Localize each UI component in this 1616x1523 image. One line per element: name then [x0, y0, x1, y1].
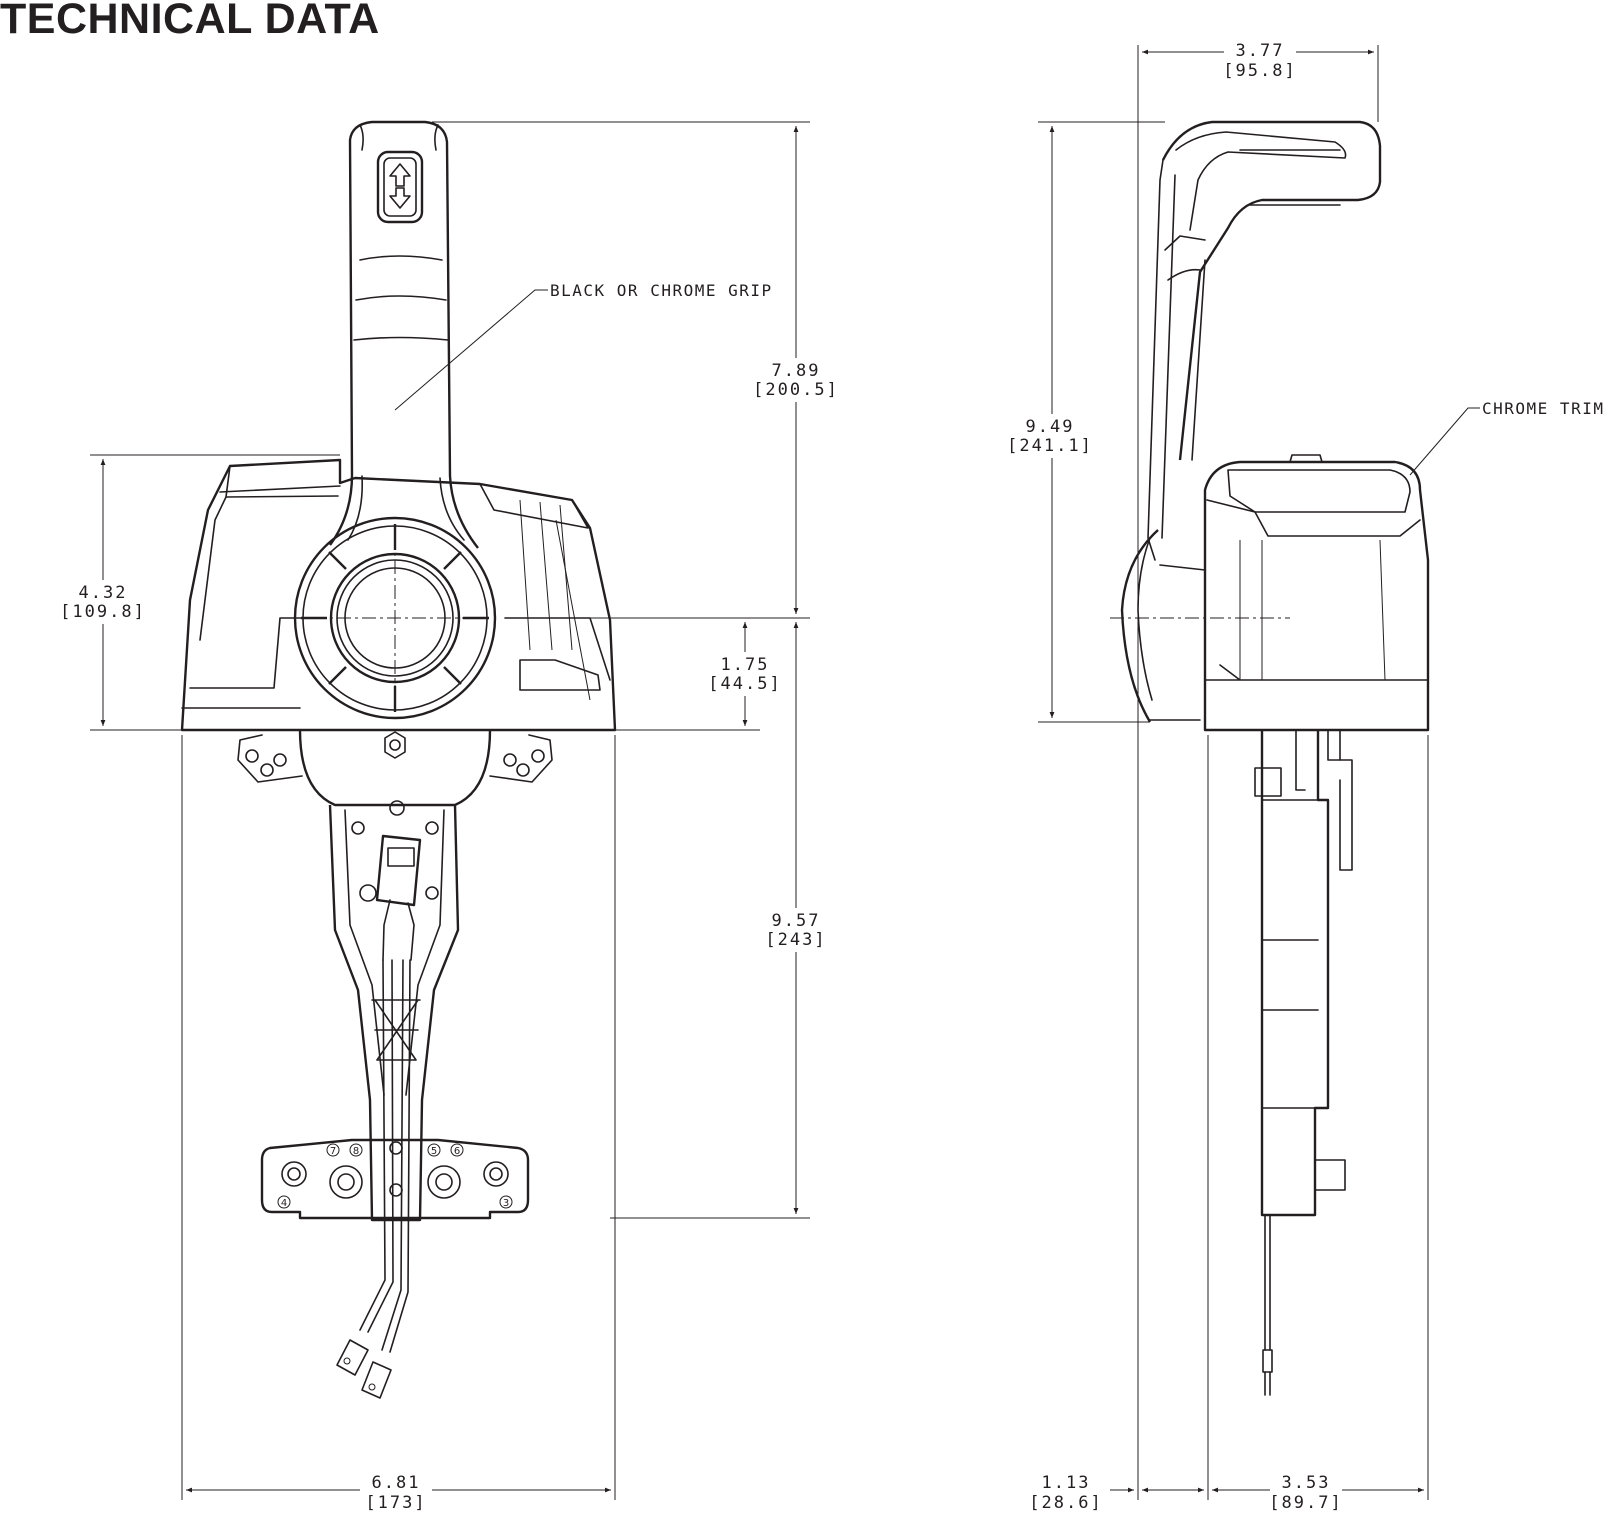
dim-top-width-mm: [95.8]	[1223, 61, 1296, 81]
callout-grip: BLACK OR CHROME GRIP	[550, 281, 773, 300]
pin-number: 3	[503, 1198, 509, 1209]
dim-pivot-height-in: 1.75	[721, 655, 770, 675]
dim-handle-offset-mm: [28.6]	[1029, 1493, 1102, 1513]
pin-number: 4	[281, 1198, 287, 1209]
dim-below-deck-in: 9.57	[772, 911, 821, 931]
front-view: 7 8 5 6 4 3	[180, 120, 617, 1399]
dim-top-width-in: 3.77	[1236, 41, 1285, 61]
page-title: TECHNICAL DATA	[0, 0, 380, 43]
dim-handle-offset-in: 1.13	[1042, 1473, 1091, 1493]
dim-body-depth-mm: [89.7]	[1269, 1493, 1342, 1513]
pin-number: 5	[431, 1146, 437, 1157]
dimension-lines	[90, 45, 1480, 1500]
dim-housing-height-in: 4.32	[79, 583, 128, 603]
pin-number: 7	[330, 1146, 336, 1157]
dim-body-depth-in: 3.53	[1282, 1473, 1331, 1493]
dim-pivot-height-mm: [44.5]	[708, 674, 781, 694]
dim-lever-height-mm: [200.5]	[753, 380, 839, 400]
dim-below-deck-mm: [243]	[765, 930, 826, 950]
side-view	[1110, 120, 1430, 1396]
pin-number: 8	[353, 1146, 359, 1157]
callout-trim: CHROME TRIM	[1482, 399, 1604, 418]
dim-front-width-mm: [173]	[365, 1493, 426, 1513]
dim-front-width-in: 6.81	[372, 1473, 421, 1493]
dim-housing-height-mm: [109.8]	[60, 602, 146, 622]
pin-number: 6	[454, 1146, 460, 1157]
dim-total-height-mm: [241.1]	[1007, 436, 1093, 456]
dim-total-height-in: 9.49	[1026, 417, 1075, 437]
dim-lever-height-in: 7.89	[772, 361, 821, 381]
